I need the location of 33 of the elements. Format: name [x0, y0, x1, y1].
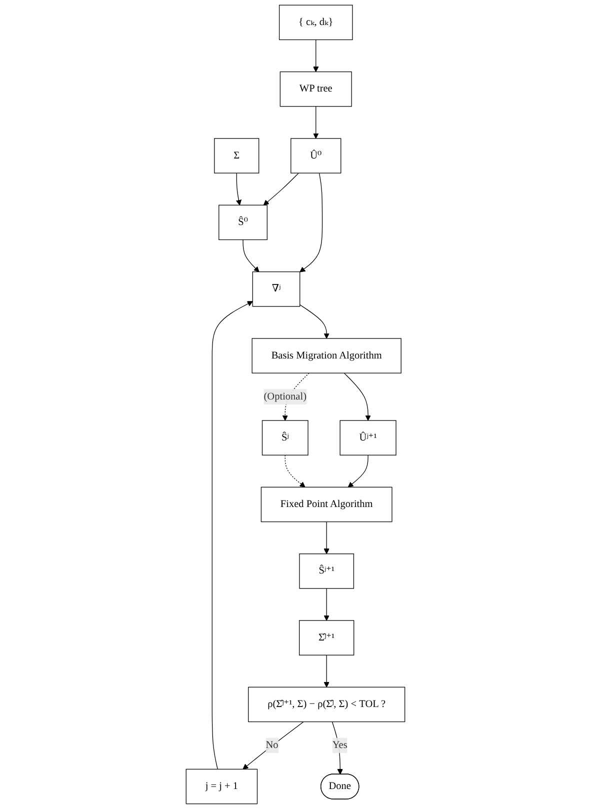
arrow — [262, 172, 298, 206]
node-box: Ûʲ⁺¹ — [339, 420, 396, 456]
node-box: { cₖ, dₖ} — [278, 4, 352, 40]
node-box: Ŝ⁰ — [218, 204, 267, 240]
arrow — [211, 301, 252, 770]
node-box: j = j + 1 — [185, 768, 258, 804]
arrow — [312, 39, 318, 72]
arrow — [242, 239, 259, 272]
node-box: Σ — [214, 138, 259, 174]
edge-label: Yes — [332, 740, 347, 751]
arrow — [323, 654, 329, 688]
arrow — [312, 106, 318, 139]
node-box: Ŝʲ⁺¹ — [298, 554, 354, 589]
node-box: Basis Migration Algorithm — [251, 338, 401, 374]
node-box: Σ̂ʲ⁺¹ — [298, 620, 354, 656]
edge-label: No — [265, 740, 278, 751]
arrow — [242, 721, 304, 770]
arrow — [331, 721, 342, 775]
node-box: ∇ʲ — [252, 271, 300, 307]
arrow — [323, 588, 329, 621]
arrow — [347, 454, 368, 488]
arrow — [343, 372, 370, 421]
node-box: WP tree — [279, 72, 352, 107]
node-box: ρ(Σ̂ʲ⁺¹, Σ) − ρ(Σ̂ʲ, Σ) < TOL ? — [248, 686, 405, 722]
node-box: Ŝʲ — [261, 420, 308, 456]
edge-label: (Optional) — [263, 391, 306, 402]
arrow — [323, 521, 329, 554]
arrow — [284, 454, 305, 488]
node-box: Û⁰ — [290, 138, 341, 174]
arrow — [299, 172, 322, 272]
arrow — [235, 172, 242, 206]
arrow — [299, 304, 329, 339]
node-box: Fixed Point Algorithm — [260, 486, 392, 522]
